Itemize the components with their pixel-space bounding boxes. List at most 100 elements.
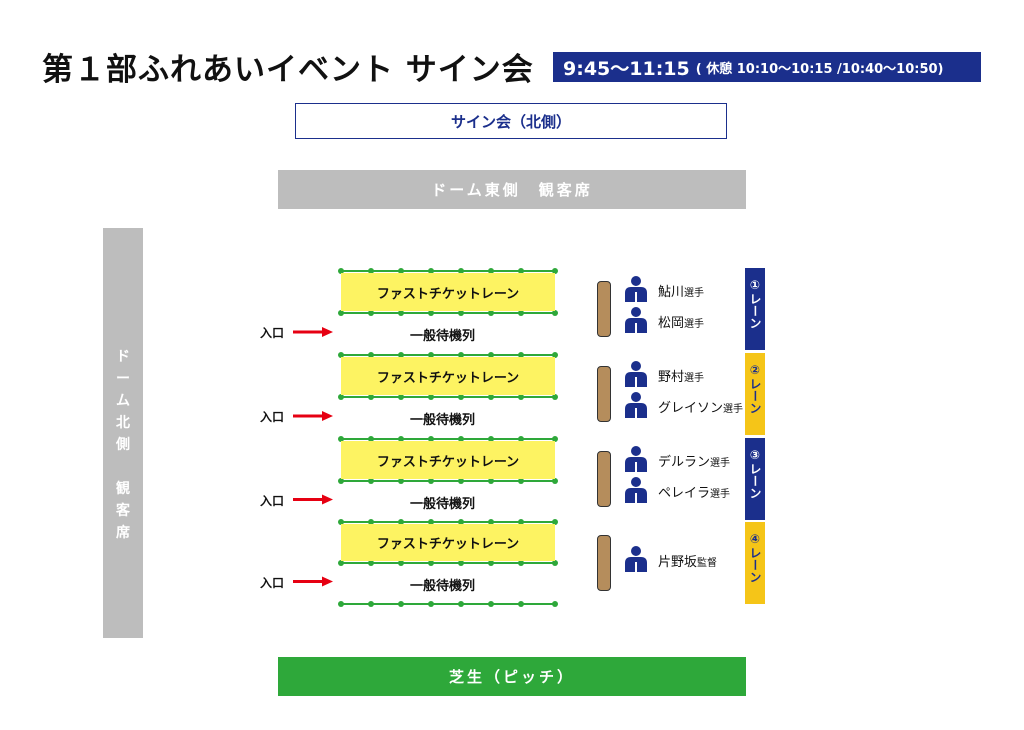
entrance-label: 入口 [260, 410, 285, 424]
rope-post [488, 436, 494, 442]
fast-ticket-lane: ファストチケットレーン [341, 357, 555, 395]
rope-post [488, 560, 494, 566]
entrance-label: 入口 [260, 575, 285, 590]
rope-post [338, 560, 344, 566]
rope-post [398, 478, 404, 484]
north-stand-char: ド [116, 349, 130, 365]
rope-post [488, 519, 494, 525]
rope-post [458, 601, 464, 607]
rope-post [368, 601, 374, 607]
player-name-text: ペレイラ [658, 486, 711, 501]
rope-post [398, 601, 404, 607]
person-icon [625, 307, 647, 333]
rope-post [398, 394, 404, 400]
rope-post [398, 352, 404, 358]
rope-post [458, 310, 464, 316]
rope-post [398, 310, 404, 316]
player-name-text: 松岡 [658, 316, 685, 331]
rope-post [338, 310, 344, 316]
north-stand-char: ム [116, 393, 130, 409]
time-banner: 9:45〜11:15 ( 休憩 10:10〜10:15 /10:40〜10:50… [553, 52, 981, 82]
player-name-text: 鮎川 [658, 285, 685, 300]
fast-ticket-lane: ファストチケットレーン [341, 441, 555, 479]
rope-post [488, 394, 494, 400]
rope-post [552, 268, 558, 274]
time-break: ( 休憩 10:10〜10:15 /10:40〜10:50) [695, 61, 944, 77]
north-stand-char: 北 [116, 415, 130, 431]
player-name: 片野坂監督 [658, 551, 717, 570]
rope-post [398, 268, 404, 274]
rope-post [458, 436, 464, 442]
general-queue-label: 一般待機列 [410, 329, 476, 344]
entrance-label: 入口 [260, 326, 285, 340]
fast-ticket-lane: ファストチケットレーン [341, 273, 555, 311]
lane-label: レーン [748, 463, 762, 499]
player-name: デルラン選手 [658, 451, 730, 470]
rope-post [458, 478, 464, 484]
rope-post [552, 601, 558, 607]
rope-post [368, 519, 374, 525]
page-title: 第１部ふれあいイベント サイン会 [42, 52, 534, 88]
general-queue-label: 一般待機列 [410, 413, 476, 428]
rope-post [518, 478, 524, 484]
rope-post [458, 560, 464, 566]
rope-post [518, 310, 524, 316]
person-icon [625, 446, 647, 472]
rope-post [518, 436, 524, 442]
rope-post [428, 268, 434, 274]
rope-post [428, 601, 434, 607]
lane-label: レーン [748, 293, 762, 329]
player-role: 選手 [710, 489, 731, 500]
entrance-label: 入口 [260, 493, 285, 508]
north-stand-char: ー [116, 371, 130, 387]
lane-number: ② [749, 363, 761, 377]
sign-area-label: サイン会（北側） [295, 103, 727, 139]
player-name-text: 野村 [658, 370, 685, 385]
arrow-right-icon [293, 494, 333, 505]
lane-number: ③ [749, 448, 761, 462]
rope-post [428, 352, 434, 358]
player-name: 松岡選手 [658, 312, 704, 331]
rope-post [428, 436, 434, 442]
rope-post [428, 478, 434, 484]
rope-post [428, 394, 434, 400]
north-stand-label: ドーム北側 観客席 [103, 346, 143, 544]
player-role: 監督 [697, 558, 718, 569]
north-stand-char: 席 [116, 525, 130, 541]
rope-post [488, 352, 494, 358]
player-role: 選手 [684, 288, 705, 299]
rope-post [518, 519, 524, 525]
rope-post [428, 560, 434, 566]
rope-post [398, 436, 404, 442]
east-stand: ドーム東側 観客席 [278, 170, 746, 209]
rope-post [338, 436, 344, 442]
player-role: 選手 [684, 319, 705, 330]
fast-ticket-lane: ファストチケットレーン [341, 524, 555, 561]
person-icon [625, 361, 647, 387]
arrow-right-icon [293, 576, 333, 587]
player-name: グレイソン選手 [658, 397, 743, 416]
rope-post [338, 601, 344, 607]
player-role: 選手 [710, 458, 731, 469]
rope-post [338, 519, 344, 525]
rope-post [338, 352, 344, 358]
rope-post [368, 310, 374, 316]
rope-post [368, 394, 374, 400]
time-main: 9:45〜11:15 [563, 57, 690, 80]
rope-post [458, 352, 464, 358]
north-stand-char: 観 [116, 481, 130, 497]
person-icon [625, 477, 647, 503]
lane-number: ① [749, 278, 761, 292]
rope-post [338, 394, 344, 400]
signing-table [597, 366, 611, 422]
player-role: 選手 [723, 404, 744, 415]
rope-post [368, 478, 374, 484]
rope-post [552, 519, 558, 525]
rope-post [552, 394, 558, 400]
rope-post [488, 478, 494, 484]
rope-post [552, 352, 558, 358]
rope-post [552, 560, 558, 566]
